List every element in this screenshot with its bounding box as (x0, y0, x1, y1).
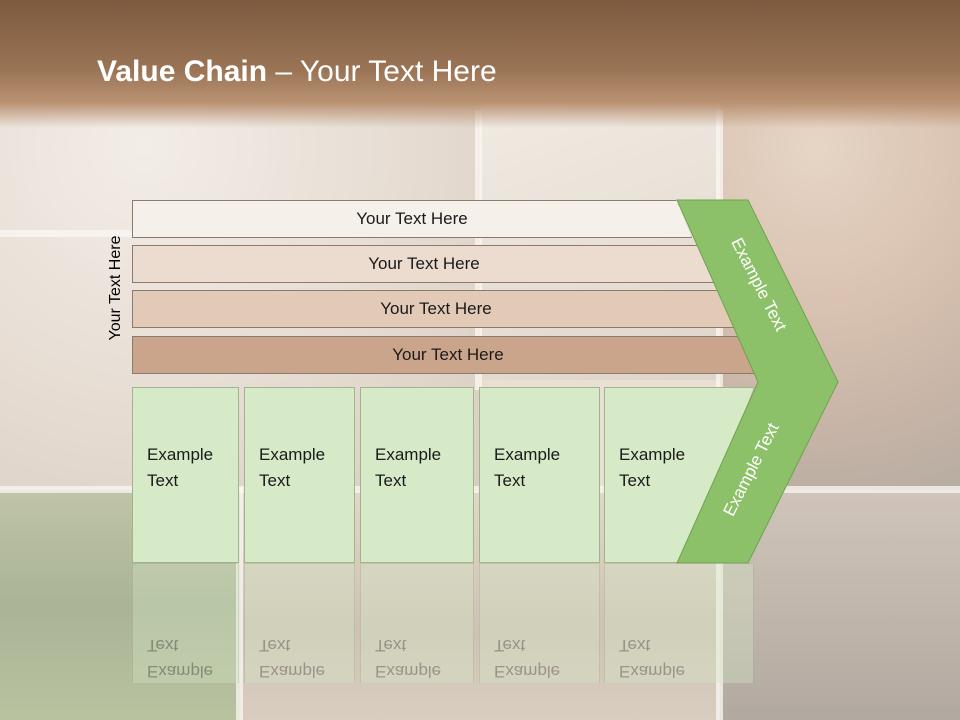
box-line: Example (619, 662, 686, 681)
box-line: Example (494, 662, 561, 681)
box-line: Example (375, 662, 442, 681)
box-line: Example (375, 445, 442, 464)
support-bar-label: Your Text Here (368, 254, 480, 273)
box-line: Text (494, 636, 526, 655)
title-bar (0, 0, 960, 128)
support-bar: Your Text Here (132, 336, 764, 374)
title-rest: – Your Text Here (267, 55, 497, 88)
box-line: Text (375, 471, 407, 490)
box-line: Text (147, 471, 179, 490)
support-bar-label: Your Text Here (356, 209, 468, 228)
support-bar: Your Text Here (132, 245, 716, 283)
reflection-box: Example Text (360, 563, 474, 683)
support-bar: Your Text Here (132, 290, 740, 328)
reflection-box: Example Text (132, 563, 239, 683)
support-bar-label: Your Text Here (380, 299, 492, 318)
box-line: Example (494, 445, 561, 464)
box-line: Text (619, 471, 651, 490)
support-bar-label: Your Text Here (392, 345, 504, 364)
box-line: Text (259, 636, 291, 655)
box-line: Example (619, 445, 686, 464)
reflection-box: Example Text (604, 563, 754, 683)
title-bold: Value Chain (97, 55, 268, 88)
box-line: Example (259, 445, 326, 464)
reflection-box: Example Text (479, 563, 600, 683)
box-line: Example (259, 662, 326, 681)
box-line: Text (259, 471, 291, 490)
box-line: Text (619, 636, 651, 655)
support-bar: Your Text Here (132, 200, 692, 238)
reflection-box: Example Text (244, 563, 355, 683)
box-line: Text (375, 636, 407, 655)
box-line: Text (147, 636, 179, 655)
box-line: Example (147, 662, 214, 681)
box-line: Example (147, 445, 214, 464)
boxes-reflection: Example Text Example Text Example Text Exam… (132, 563, 832, 683)
slide-title: Value Chain – Your Text Here (97, 55, 497, 89)
margin-chevron-shape (676, 199, 839, 564)
box-line: Text (494, 471, 526, 490)
